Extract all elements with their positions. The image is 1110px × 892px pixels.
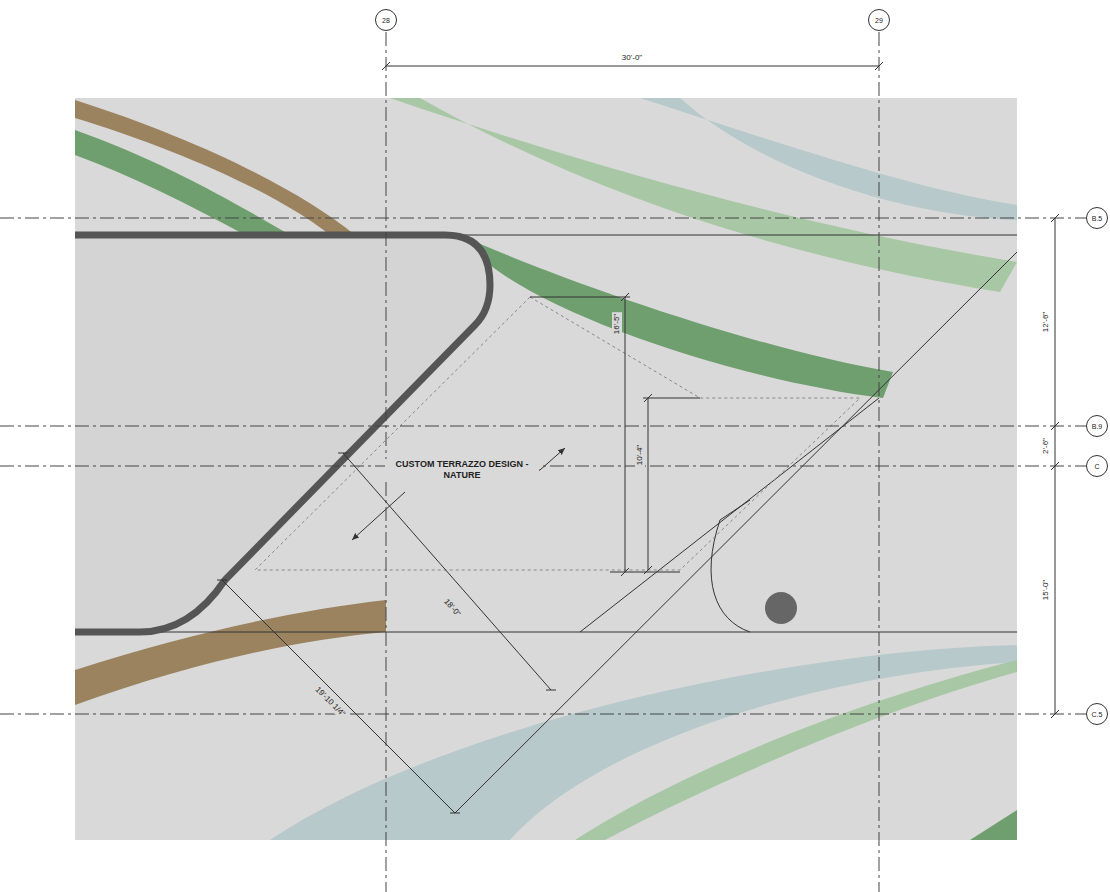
grid-bubble: 29 bbox=[868, 9, 890, 31]
grid-bubble: C bbox=[1086, 455, 1108, 477]
dimension-text: 2'-6" bbox=[1041, 436, 1051, 456]
grid-label: C.5 bbox=[1092, 711, 1103, 718]
grid-label: C bbox=[1094, 463, 1099, 470]
grid-label: 28 bbox=[382, 17, 390, 24]
grid-label: 29 bbox=[875, 17, 883, 24]
terrazzo-bands bbox=[75, 98, 1017, 840]
planter-wall bbox=[75, 235, 490, 632]
dimension-text: 15'-0" bbox=[1041, 578, 1051, 602]
grid-lines bbox=[0, 32, 1086, 892]
grid-bubble: B.9 bbox=[1086, 415, 1108, 437]
plan-linework bbox=[75, 235, 1017, 813]
grid-label: B.5 bbox=[1092, 215, 1103, 222]
terrazzo-outline bbox=[255, 297, 860, 570]
dimension-lines bbox=[217, 62, 1059, 813]
floor-ground bbox=[75, 98, 1017, 840]
dimension-text: 16'-5" bbox=[612, 312, 622, 336]
grid-label: B.9 bbox=[1092, 423, 1103, 430]
dimension-text: 10'-4" bbox=[635, 443, 645, 467]
column-dot bbox=[765, 592, 797, 624]
grid-bubble: B.5 bbox=[1086, 207, 1108, 229]
grid-bubble: C.5 bbox=[1086, 703, 1108, 725]
dimension-text: 30'-0" bbox=[620, 53, 644, 63]
callout-note: CUSTOM TERRAZZO DESIGN - NATURE bbox=[385, 459, 539, 481]
grid-bubble: 28 bbox=[375, 9, 397, 31]
dimension-text: 12'-6" bbox=[1041, 310, 1051, 334]
